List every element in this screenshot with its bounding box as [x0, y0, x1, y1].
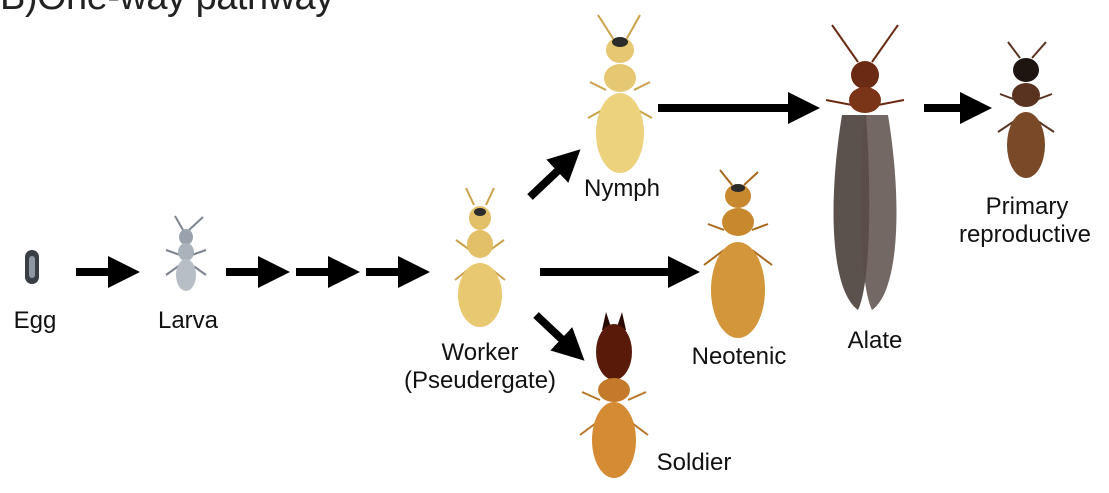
neotenic-label: Neotenic: [674, 343, 804, 371]
nymph-icon: [588, 15, 652, 173]
arrow-icon: [530, 163, 566, 197]
worker-sublabel: (Pseudergate): [380, 367, 580, 395]
primary-reproductive-label-line1: Primary: [952, 193, 1102, 221]
larva-label: Larva: [148, 307, 228, 335]
alate-label: Alate: [825, 327, 925, 355]
worker-label: Worker: [400, 339, 560, 367]
primary-reproductive-icon: [998, 42, 1054, 178]
soldier-label: Soldier: [644, 449, 744, 477]
larva-icon: [166, 216, 206, 291]
neotenic-icon: [704, 170, 772, 338]
worker-icon: [455, 188, 505, 327]
alate-icon: [826, 25, 904, 310]
primary-reproductive-label-line2: reproductive: [944, 221, 1106, 249]
soldier-icon: [580, 312, 648, 478]
egg-icon: [25, 250, 39, 284]
egg-label: Egg: [6, 307, 64, 335]
nymph-label: Nymph: [572, 175, 672, 203]
